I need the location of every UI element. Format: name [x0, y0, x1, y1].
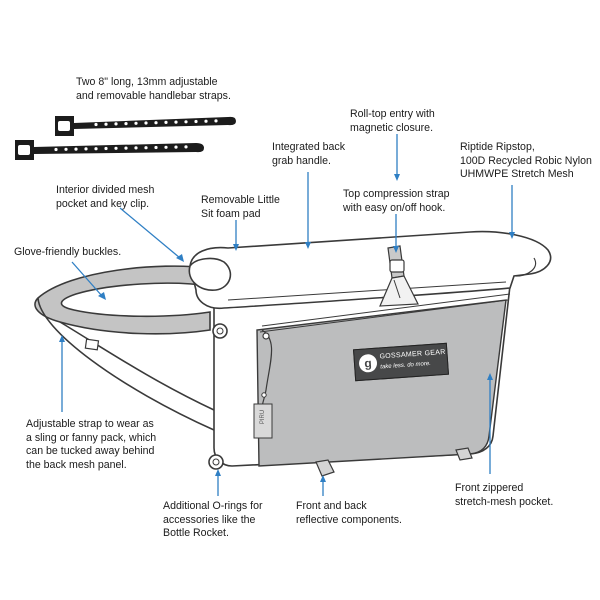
- callout-compression-strap: Top compression strap with easy on/off h…: [343, 188, 450, 214]
- logo-brand-text: GOSSAMER GEAR: [379, 348, 446, 361]
- callout-reflective: Front and back reflective components.: [296, 500, 402, 526]
- callout-roll-top: Roll-top entry with magnetic closure.: [350, 108, 435, 134]
- callout-grab-handle: Integrated back grab handle.: [272, 141, 346, 167]
- reflective-tab: [455, 447, 473, 461]
- callout-buckles: Glove-friendly buckles.: [14, 246, 122, 258]
- reflective-tab: [315, 459, 335, 477]
- callout-o-rings: Additional O-rings for accessories like …: [163, 500, 263, 539]
- front-mesh-pocket: [256, 299, 507, 467]
- handlebar-strap-icon: [15, 140, 204, 160]
- o-ring: [212, 323, 228, 339]
- roll-top: [188, 230, 552, 310]
- o-ring: [208, 454, 224, 470]
- callout-front-pocket: Front zippered stretch-mesh pocket.: [455, 482, 554, 508]
- callout-mesh-pocket: Interior divided mesh pocket and key cli…: [56, 184, 155, 210]
- callout-materials: Riptide Ripstop, 100D Recycled Robic Nyl…: [460, 141, 592, 180]
- callout-handlebar-straps: Two 8" long, 13mm adjustable and removab…: [76, 76, 231, 102]
- logo-tagline-text: take less. do more.: [380, 360, 432, 371]
- gossamer-gear-logo-icon: g: [358, 353, 378, 373]
- callout-adjustable-strap: Adjustable strap to wear as a sling or f…: [26, 418, 157, 471]
- callout-foam-pad: Removable Little Sit foam pad: [201, 194, 280, 220]
- leader-lines: [59, 134, 515, 496]
- brand-logo-patch: g GOSSAMER GEAR take less. do more.: [352, 342, 450, 382]
- waist-strap: [34, 265, 215, 431]
- side-tag-label: PIRU: [260, 409, 266, 425]
- handlebar-strap-icon: [55, 116, 236, 136]
